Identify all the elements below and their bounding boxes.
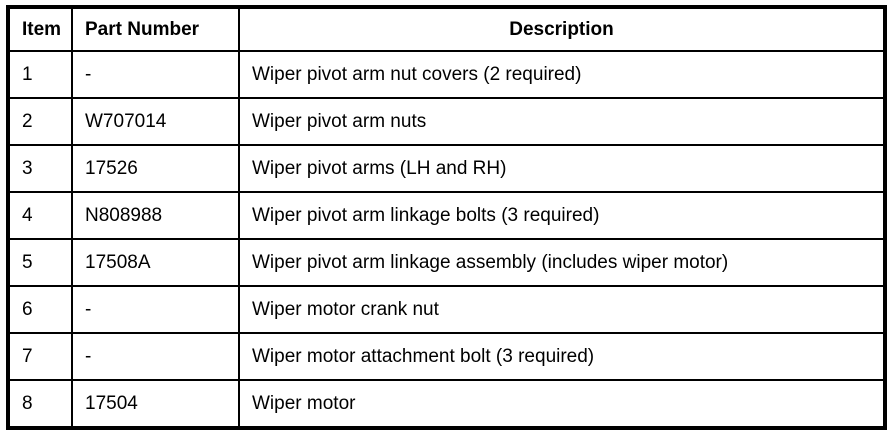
page: Item Part Number Description 1 - Wiper p…	[6, 5, 887, 430]
table-row: 8 17504 Wiper motor	[7, 379, 886, 429]
part-number-cell: -	[71, 285, 240, 334]
table-row: 3 17526 Wiper pivot arms (LH and RH)	[7, 144, 886, 193]
table-row: 1 - Wiper pivot arm nut covers (2 requir…	[7, 50, 886, 99]
table-row: 6 - Wiper motor crank nut	[7, 285, 886, 334]
table-row: 4 N808988 Wiper pivot arm linkage bolts …	[7, 191, 886, 240]
item-cell: 6	[7, 285, 73, 334]
table-row: 2 W707014 Wiper pivot arm nuts	[7, 97, 886, 146]
part-number-cell: 17526	[71, 144, 240, 193]
part-number-cell: -	[71, 50, 240, 99]
description-cell: Wiper pivot arm linkage bolts (3 require…	[238, 191, 886, 240]
description-cell: Wiper motor	[238, 379, 886, 429]
description-cell: Wiper pivot arms (LH and RH)	[238, 144, 886, 193]
parts-table: Item Part Number Description 1 - Wiper p…	[6, 5, 887, 430]
item-cell: 2	[7, 97, 73, 146]
description-cell: Wiper motor attachment bolt (3 required)	[238, 332, 886, 381]
part-number-cell: 17508A	[71, 238, 240, 287]
column-header-item: Item	[7, 6, 73, 52]
part-number-cell: -	[71, 332, 240, 381]
table-header: Item Part Number Description	[7, 6, 886, 52]
item-cell: 1	[7, 50, 73, 99]
part-number-cell: W707014	[71, 97, 240, 146]
header-row: Item Part Number Description	[7, 6, 886, 52]
table-row: 7 - Wiper motor attachment bolt (3 requi…	[7, 332, 886, 381]
item-cell: 4	[7, 191, 73, 240]
description-cell: Wiper pivot arm nuts	[238, 97, 886, 146]
column-header-part-number: Part Number	[71, 6, 240, 52]
part-number-cell: 17504	[71, 379, 240, 429]
item-cell: 3	[7, 144, 73, 193]
description-cell: Wiper pivot arm nut covers (2 required)	[238, 50, 886, 99]
column-header-description: Description	[238, 6, 886, 52]
part-number-cell: N808988	[71, 191, 240, 240]
item-cell: 5	[7, 238, 73, 287]
table-row: 5 17508A Wiper pivot arm linkage assembl…	[7, 238, 886, 287]
item-cell: 8	[7, 379, 73, 429]
item-cell: 7	[7, 332, 73, 381]
description-cell: Wiper pivot arm linkage assembly (includ…	[238, 238, 886, 287]
table-body: 1 - Wiper pivot arm nut covers (2 requir…	[7, 50, 886, 429]
description-cell: Wiper motor crank nut	[238, 285, 886, 334]
